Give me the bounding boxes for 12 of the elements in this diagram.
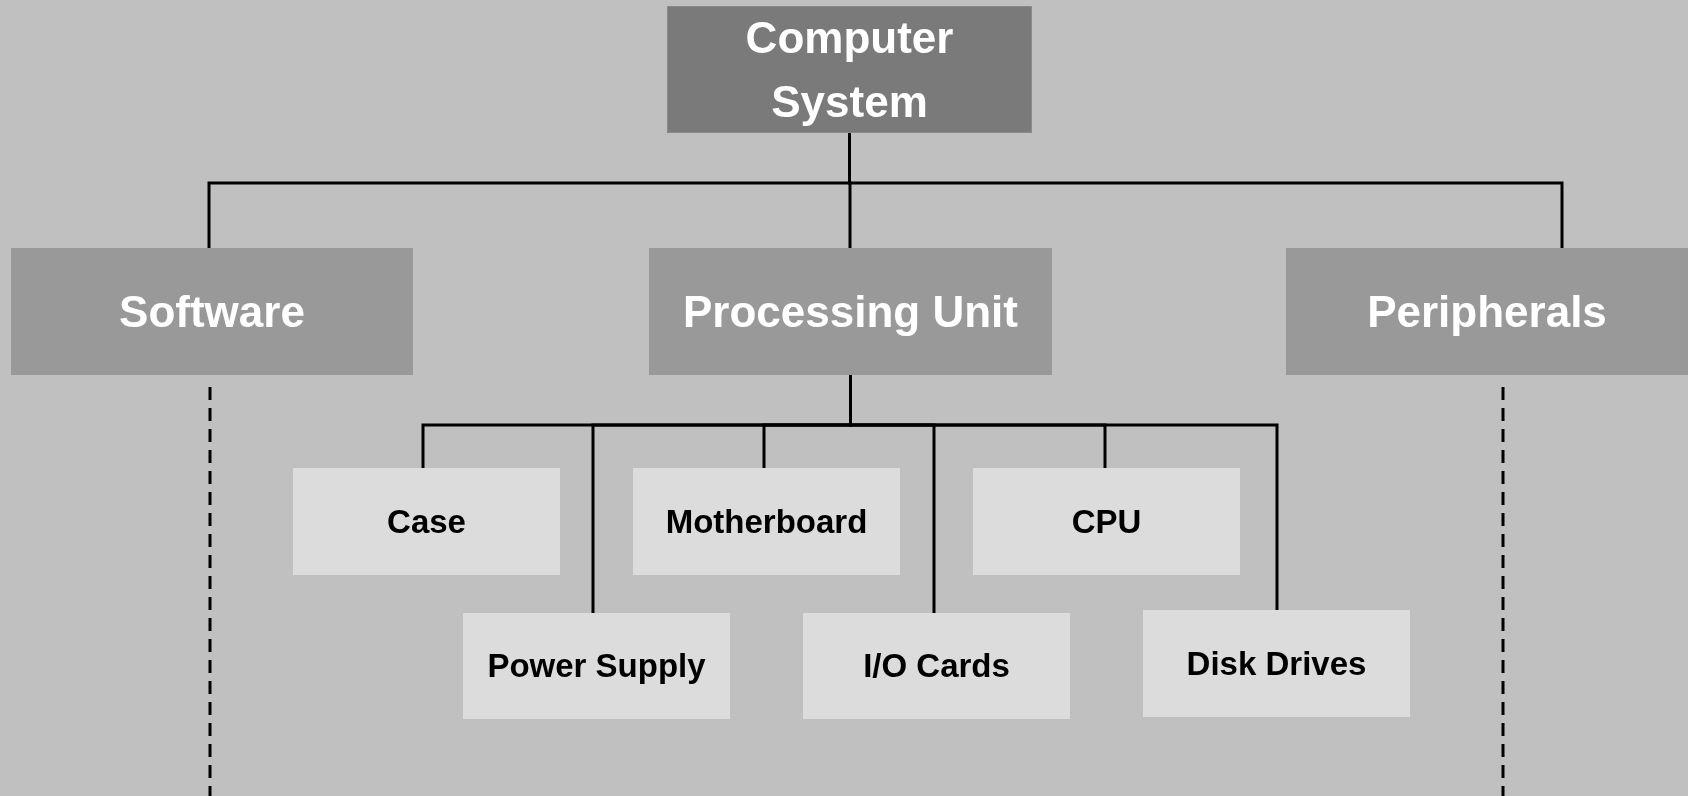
- leaf-box: CPU: [973, 468, 1240, 575]
- leaf-box: I/O Cards: [803, 613, 1070, 719]
- dashed-line: [208, 387, 212, 796]
- dashed-line: [1501, 387, 1505, 796]
- category-box: Peripherals: [1286, 248, 1688, 375]
- leaf-box: Disk Drives: [1143, 610, 1410, 717]
- leaf-box: Case: [293, 468, 560, 575]
- leaf-box: Motherboard: [633, 468, 900, 575]
- category-box: Software: [11, 248, 413, 375]
- category-box: Processing Unit: [649, 248, 1052, 375]
- leaf-box: Power Supply: [463, 613, 730, 719]
- root-box: Computer System: [667, 6, 1032, 133]
